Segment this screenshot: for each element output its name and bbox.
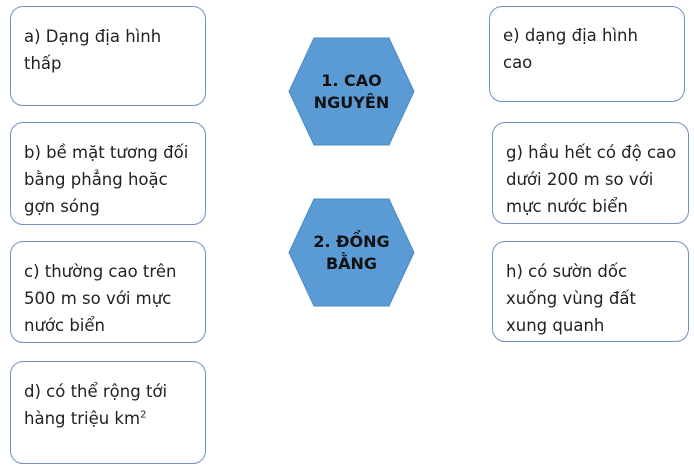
box-h: h) có sườn dốc xuống vùng đất xung quanh <box>492 241 689 342</box>
hexagon-shape <box>288 198 415 307</box>
box-h-text: h) có sườn dốc xuống vùng đất xung quanh <box>506 262 636 335</box>
box-d: d) có thể rộng tới hàng triệu km2 <box>10 361 206 464</box>
hexagon-shape <box>288 37 415 146</box>
box-g: g) hầu hết có độ cao dưới 200 m so với m… <box>492 122 689 224</box>
hexagon-dong-bang-label: 2. ĐỒNG BẰNG <box>313 231 390 273</box>
box-b-text: b) bề mặt tương đối bằng phẳng hoặc gợn … <box>24 143 189 216</box>
box-d-text: d) có thể rộng tới hàng triệu km <box>24 382 168 428</box>
hexagon-cao-nguyen: 1. CAO NGUYÊN <box>288 37 415 146</box>
box-b: b) bề mặt tương đối bằng phẳng hoặc gợn … <box>10 122 206 225</box>
box-a-text: a) Dạng địa hình thấp <box>24 27 162 73</box>
box-c-text: c) thường cao trên 500 m so với mực nước… <box>24 262 177 335</box>
box-g-text: g) hầu hết có độ cao dưới 200 m so với m… <box>506 143 677 216</box>
box-c: c) thường cao trên 500 m so với mực nước… <box>10 241 206 343</box>
box-d-superscript: 2 <box>140 409 147 421</box>
box-a: a) Dạng địa hình thấp <box>10 6 206 106</box>
box-e: e) dạng địa hình cao <box>489 6 685 102</box>
box-e-text: e) dạng địa hình cao <box>503 26 638 72</box>
hexagon-dong-bang: 2. ĐỒNG BẰNG <box>288 198 415 307</box>
hexagon-cao-nguyen-label: 1. CAO NGUYÊN <box>313 70 390 112</box>
